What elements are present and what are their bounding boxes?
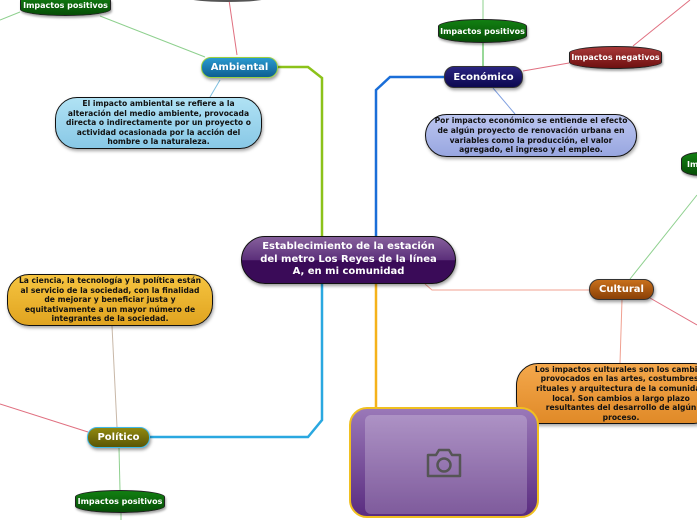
central-topic[interactable]: Establecimiento de la estación del metro… [241,236,456,284]
image-placeholder[interactable] [349,407,539,518]
cultural-partial-node[interactable]: Im [681,152,697,176]
camera-icon [426,448,462,477]
topic-economico[interactable]: Económico [444,66,523,88]
cultural-description: Los impactos culturales son los cambios … [516,363,697,424]
economico-description: Por impacto económico se entiende el efe… [425,114,637,157]
partial-node-top[interactable] [185,0,270,2]
politico-impactos-positivos[interactable]: Impactos positivos [75,490,165,513]
topic-cultural[interactable]: Cultural [589,279,654,300]
economico-impactos-negativos[interactable]: Impactos negativos [569,46,662,69]
topic-politico[interactable]: Político [87,427,150,448]
economico-impactos-positivos[interactable]: Impactos positivos [438,19,527,43]
politico-description: La ciencia, la tecnología y la política … [7,274,213,326]
ambiental-description: El impacto ambiental se refiere a la alt… [55,97,262,149]
ambiental-impactos-positivos[interactable]: Impactos positivos [20,0,111,16]
topic-ambiental[interactable]: Ambiental [201,57,278,78]
image-inner-panel [365,415,527,514]
